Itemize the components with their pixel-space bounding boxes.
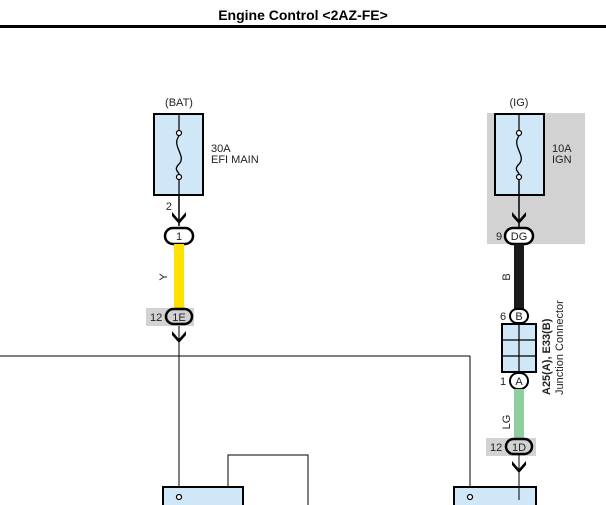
left-junction-pin-shade [146,308,194,326]
green-wire[interactable] [514,389,524,439]
left-connector-pin-code: 1 [176,231,182,243]
right-junction-pin-code: 1D [512,442,526,454]
ign-fuse-element [515,135,522,175]
jc-top-pin[interactable]: B [509,308,529,324]
ign-fuse-terminal-top [515,129,523,137]
bat-source-label: (BAT) [165,97,193,109]
jc-bottom-pin-code: A [515,376,523,388]
right-bottom-component[interactable] [453,486,537,505]
efi-main-fuse-element [175,135,182,175]
ig-source-label: (IG) [510,97,529,109]
ign-fuse-terminal-bottom [515,173,523,181]
green-wire-color-label: LG [501,415,513,430]
efi-main-connector-arrow [172,212,186,224]
right-junction-pin[interactable]: 1D [504,437,534,456]
left-junction-pin-code: 1E [172,312,185,324]
right-junction-pin-shade [486,438,536,456]
yellow-wire-color-label: Y [158,273,170,281]
ign-connector-pin-number: 9 [496,231,502,243]
efi-main-pin-number: 2 [166,201,172,213]
ign-name: IGN [552,154,572,166]
left-bottom-terminal [175,493,183,501]
jc-top-pin-code: B [515,311,522,323]
right-bottom-terminal [466,493,474,501]
left-connector-pin[interactable]: 1 [163,226,195,246]
right-junction-pin-number: 12 [490,442,502,454]
ign-connector-pin[interactable]: DG [503,226,535,246]
efi-main-name: EFI MAIN [211,154,259,166]
ign-connector-arrow [512,212,526,224]
bottom-loop-wire [227,454,309,505]
jc-bottom-pin[interactable]: A [509,372,529,390]
left-bottom-component[interactable] [162,486,244,505]
left-junction-pin-oval [164,307,194,326]
efi-main-fuse-terminal-bottom [175,173,183,181]
efi-main-rating: 30A [211,143,231,155]
jc-id-label: A25(A), E33(B) [541,318,553,395]
left-junction-pin-number: 12 [150,312,162,324]
black-wire[interactable] [514,244,524,310]
black-wire-color-label: B [501,273,513,280]
ign-rating: 10A [552,143,572,155]
junction-connector[interactable] [501,323,537,373]
right-junction-pin-oval [504,437,534,456]
efi-main-fuse-terminal-top [175,129,183,137]
jc-top-pin-number: 6 [500,311,506,323]
jc-name-label: Junction Connector [554,300,566,395]
page-title: Engine Control <2AZ-FE> [218,7,388,23]
left-junction-pin[interactable]: 1E [164,307,194,326]
yellow-wire[interactable] [174,244,184,310]
ign-connector-pin-code: DG [511,231,528,243]
jc-bottom-pin-number: 1 [500,376,506,388]
title-rule [0,25,606,28]
